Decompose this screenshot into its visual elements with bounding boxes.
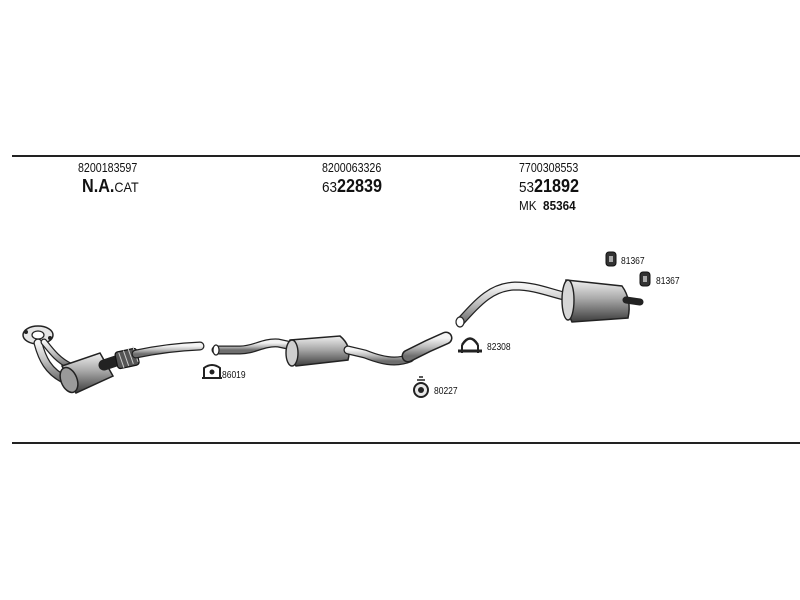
front-part-name: N.A.: [82, 176, 115, 196]
middle-part-label: 6322839: [322, 176, 382, 197]
front-pipe-with-catalytic-converter: [22, 325, 205, 394]
rear-silencer: [561, 279, 630, 323]
front-flange: [22, 325, 54, 345]
front-part-label: N.A.CAT: [82, 176, 139, 197]
rear-part-label: 5321892: [519, 176, 579, 197]
hardware-label-h5: 81367: [656, 276, 680, 287]
hardware-label-h1: 86019: [222, 370, 246, 381]
hardware-label-h2: 80227: [434, 386, 458, 397]
hardware-label-h4: 81367: [621, 256, 645, 267]
rear-kit-prefix: MK: [519, 198, 537, 213]
front-oem-number: 8200183597: [78, 160, 138, 175]
hanger-icon: [605, 251, 617, 267]
middle-silencer: [285, 335, 350, 367]
rear-part-prefix: 53: [519, 179, 535, 196]
middle-part-number: 22839: [337, 176, 383, 196]
middle-oem-number: 8200063326: [322, 160, 382, 175]
front-part-suffix: CAT: [114, 179, 139, 195]
u-clamp-icon: [458, 337, 482, 353]
top-divider: [12, 155, 800, 157]
clamp-icon: [202, 364, 222, 379]
intermediate-pipe-with-middle-silencer: [211, 331, 453, 367]
bottom-divider: [12, 442, 800, 444]
middle-part-prefix: 63: [322, 179, 338, 196]
rear-part-number: 21892: [534, 176, 580, 196]
rear-oem-number: 7700308553: [519, 160, 579, 175]
hardware-label-h3: 82308: [487, 342, 511, 353]
hanger-icon: [639, 271, 651, 287]
rear-kit-label: MK 85364: [519, 198, 576, 213]
rubber-mount-icon: [413, 376, 429, 398]
rear-kit-number: 85364: [543, 198, 576, 213]
rear-pipe-with-rear-silencer: [455, 279, 644, 328]
